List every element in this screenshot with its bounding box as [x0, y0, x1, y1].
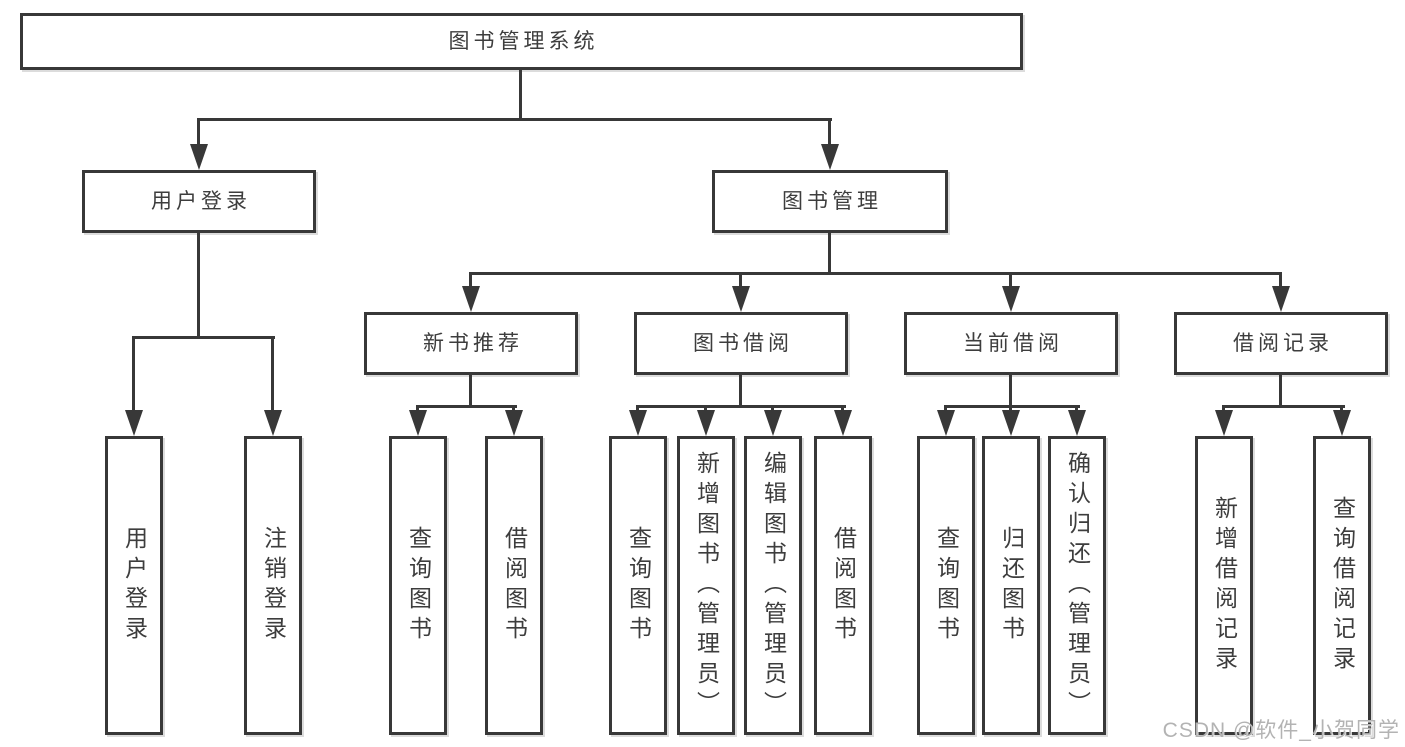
node-book-management: 图书管理: [712, 170, 948, 233]
arrowhead-down-icon: [264, 410, 282, 436]
node-label: 新书推荐: [423, 332, 523, 355]
node-label: 用户登录: [151, 190, 251, 213]
connector-line: [469, 375, 472, 407]
connector-line: [1340, 405, 1343, 414]
arrowhead-down-icon: [834, 410, 852, 436]
csdn-watermark: CSDN @软件_小贺同学: [1162, 719, 1400, 742]
node-label: 查询图书: [625, 525, 652, 646]
node-book-borrowing: 图书借阅: [634, 312, 848, 375]
connector-line: [519, 70, 522, 118]
leaf-user-login: 用户登录: [105, 436, 163, 735]
leaf-add-borrow-record: 新增借阅记录: [1195, 436, 1253, 735]
leaf-query-books-current: 查询图书: [917, 436, 975, 735]
connector-line: [841, 405, 844, 414]
connector-line: [469, 272, 472, 288]
connector-line: [1222, 405, 1345, 408]
connector-line: [512, 405, 515, 414]
connector-line: [197, 233, 200, 338]
connector-line: [944, 405, 1080, 408]
connector-line: [771, 405, 774, 414]
node-label: 图书管理系统: [448, 30, 599, 53]
node-label: 新增借阅记录: [1211, 495, 1238, 676]
node-library-management-system: 图书管理系统: [20, 13, 1023, 70]
arrowhead-down-icon: [462, 286, 480, 312]
node-label: 编辑图书（管理员）: [760, 450, 787, 721]
arrowhead-down-icon: [190, 144, 208, 170]
node-label: 查询图书: [405, 525, 432, 646]
node-label: 确认归还（管理员）: [1064, 450, 1091, 721]
arrowhead-down-icon: [1272, 286, 1290, 312]
connector-line: [1222, 405, 1225, 414]
arrowhead-down-icon: [1215, 410, 1233, 436]
node-current-borrowing: 当前借阅: [904, 312, 1118, 375]
node-label: 借阅图书: [501, 525, 528, 646]
arrowhead-down-icon: [821, 144, 839, 170]
leaf-query-borrow-record: 查询借阅记录: [1313, 436, 1371, 735]
arrowhead-down-icon: [409, 410, 427, 436]
leaf-borrow-books: 借阅图书: [814, 436, 872, 735]
arrowhead-down-icon: [1333, 410, 1351, 436]
node-label: 注销登录: [260, 525, 287, 646]
connector-line: [1009, 272, 1012, 288]
connector-line: [739, 272, 742, 288]
arrowhead-down-icon: [1002, 410, 1020, 436]
leaf-query-books-recommend: 查询图书: [389, 436, 447, 735]
node-label: 新增图书（管理员）: [693, 450, 720, 721]
arrowhead-down-icon: [937, 410, 955, 436]
connector-line: [469, 272, 1282, 275]
connector-line: [1279, 272, 1282, 288]
node-label: 当前借阅: [963, 332, 1063, 355]
connector-line: [1279, 375, 1282, 407]
leaf-logout: 注销登录: [244, 436, 302, 735]
connector-line: [944, 405, 947, 414]
connector-line: [636, 405, 846, 408]
node-label: 图书管理: [782, 190, 882, 213]
connector-line: [704, 405, 707, 414]
arrowhead-down-icon: [125, 410, 143, 436]
leaf-borrow-books-recommend: 借阅图书: [485, 436, 543, 735]
leaf-return-book: 归还图书: [982, 436, 1040, 735]
connector-line: [416, 405, 517, 408]
connector-line: [132, 336, 135, 414]
connector-line: [1075, 405, 1078, 414]
node-label: 用户登录: [121, 525, 148, 646]
node-label: 查询借阅记录: [1329, 495, 1356, 676]
connector-line: [1009, 405, 1012, 414]
arrowhead-down-icon: [1002, 286, 1020, 312]
leaf-edit-book-admin: 编辑图书（管理员）: [744, 436, 802, 735]
node-label: 借阅图书: [830, 525, 857, 646]
connector-line: [636, 405, 639, 414]
arrowhead-down-icon: [697, 410, 715, 436]
node-borrowing-records: 借阅记录: [1174, 312, 1388, 375]
connector-line: [132, 336, 275, 339]
arrowhead-down-icon: [764, 410, 782, 436]
arrowhead-down-icon: [732, 286, 750, 312]
node-new-book-recommend: 新书推荐: [364, 312, 578, 375]
leaf-add-book-admin: 新增图书（管理员）: [677, 436, 735, 735]
leaf-query-books-borrow: 查询图书: [609, 436, 667, 735]
node-label: 图书借阅: [693, 332, 793, 355]
connector-line: [271, 336, 274, 414]
arrowhead-down-icon: [505, 410, 523, 436]
connector-line: [739, 375, 742, 407]
connector-line: [197, 118, 832, 121]
connector-line: [1009, 375, 1012, 407]
arrowhead-down-icon: [629, 410, 647, 436]
node-user-login: 用户登录: [82, 170, 316, 233]
connector-line: [197, 118, 200, 146]
node-label: 归还图书: [998, 525, 1025, 646]
connector-line: [828, 233, 831, 274]
arrowhead-down-icon: [1068, 410, 1086, 436]
node-label: 借阅记录: [1233, 332, 1333, 355]
node-label: 查询图书: [933, 525, 960, 646]
connector-line: [828, 118, 831, 146]
connector-line: [416, 405, 419, 414]
leaf-confirm-return-admin: 确认归还（管理员）: [1048, 436, 1106, 735]
